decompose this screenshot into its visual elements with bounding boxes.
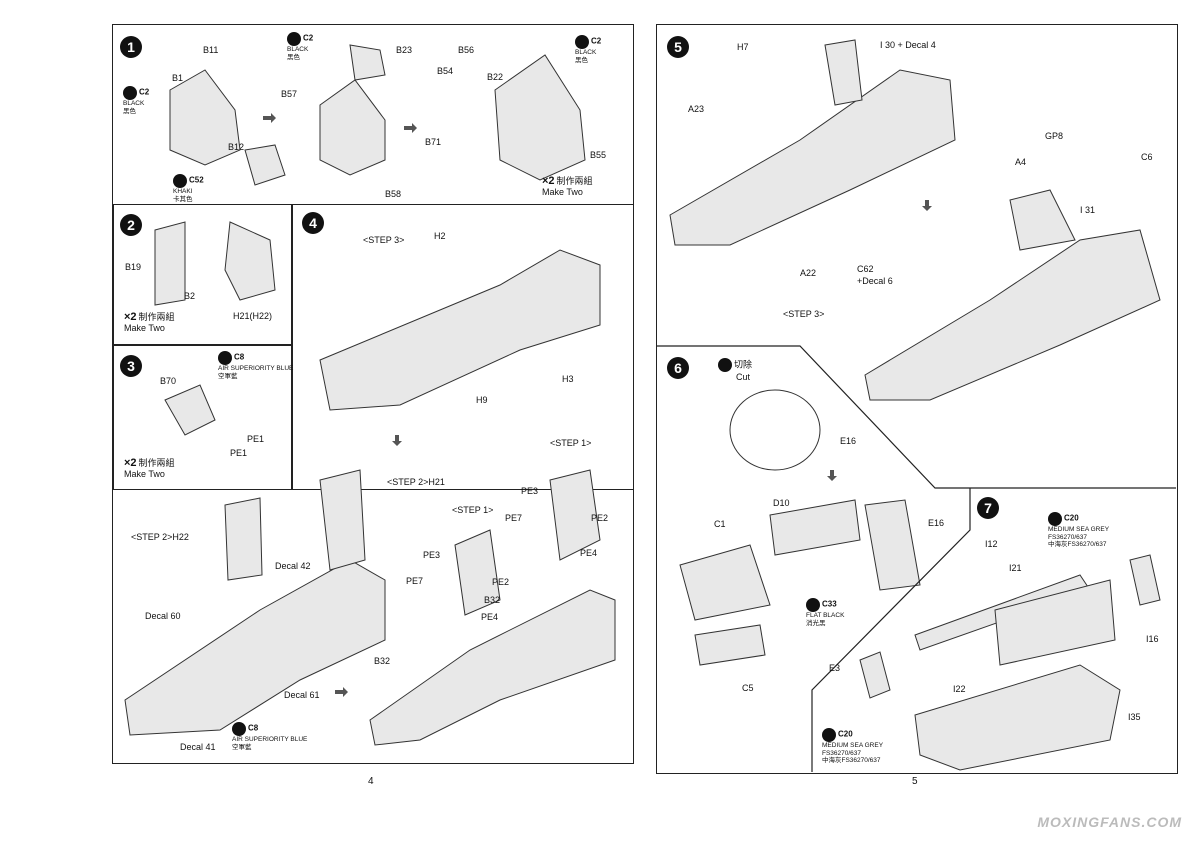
part-label: B1	[172, 73, 184, 83]
part-label: <STEP 2>H22	[131, 532, 189, 542]
step-number: 7	[977, 497, 999, 519]
part-label: H2	[434, 231, 446, 241]
part-label: GP8	[1045, 131, 1064, 141]
part-label: PE7	[406, 576, 424, 586]
part-label: <STEP 2>H21	[387, 477, 445, 487]
part-label: E16	[840, 436, 857, 446]
step-number: 1	[120, 36, 142, 58]
part-label: I12	[985, 539, 998, 549]
part-label: B32	[374, 656, 391, 666]
part-label: <STEP 3>	[363, 235, 405, 245]
paint-brush-icon	[218, 351, 232, 365]
part-label: PE1	[230, 448, 248, 458]
part-label: PE7	[505, 513, 523, 523]
part-label: Decal 60	[145, 611, 181, 621]
part-label: Decal 41	[180, 742, 216, 752]
part-label: B11	[203, 45, 219, 55]
part-label: I16	[1146, 634, 1159, 644]
part-label: B56	[458, 45, 475, 55]
part-label: +Decal 6	[857, 276, 893, 286]
panel-step-2	[113, 204, 293, 346]
part-label: E3	[829, 663, 841, 673]
part-label: C6	[1141, 152, 1153, 162]
part-label: B12	[228, 142, 245, 152]
part-label: PE3	[521, 486, 539, 496]
step-number: 4	[302, 212, 324, 234]
part-label: A23	[688, 104, 705, 114]
step-number: 5	[667, 36, 689, 58]
step-number: 6	[667, 357, 689, 379]
part-label: PE3	[423, 550, 441, 560]
part-label: PE2	[591, 513, 609, 523]
paint-brush-icon	[173, 174, 187, 188]
paint-brush-icon	[287, 32, 301, 46]
part-label: I 30 + Decal 4	[880, 40, 936, 50]
part-label: PE4	[481, 612, 499, 622]
part-label: H21(H22)	[233, 311, 273, 321]
paint-brush-icon	[575, 35, 589, 49]
part-label: C5	[742, 683, 754, 693]
part-label: B55	[590, 150, 607, 160]
paint-brush-icon	[123, 86, 137, 100]
part-label: A4	[1015, 157, 1027, 167]
step-number: 2	[120, 214, 142, 236]
part-label: Decal 42	[275, 561, 311, 571]
part-label: I21	[1009, 563, 1022, 573]
part-label: PE4	[580, 548, 598, 558]
part-label: H3	[562, 374, 574, 384]
paint-brush-icon	[1048, 512, 1062, 526]
part-label: E16	[928, 518, 945, 528]
part-label: PE2	[492, 577, 510, 587]
part-label: H9	[476, 395, 488, 405]
part-label: B23	[396, 45, 413, 55]
part-label: H7	[737, 42, 749, 52]
part-label: <STEP 1>	[550, 438, 592, 448]
step-number: 3	[120, 355, 142, 377]
panel-step-3	[113, 344, 293, 490]
part-label: I22	[953, 684, 966, 694]
part-label: A22	[800, 268, 817, 278]
part-label: B2	[184, 291, 196, 301]
paint-brush-icon	[822, 728, 836, 742]
page-number: 5	[912, 776, 918, 787]
watermark: MOXINGFANS.COM	[1037, 814, 1182, 830]
part-label: B32	[484, 595, 501, 605]
part-label: C62	[857, 264, 874, 274]
panel-step-4	[291, 204, 634, 490]
part-label: B71	[425, 137, 442, 147]
paint-brush-icon	[232, 722, 246, 736]
part-label: I 31	[1080, 205, 1096, 215]
part-label: B22	[487, 72, 504, 82]
part-label: <STEP 3>	[783, 309, 825, 319]
part-label: C1	[714, 519, 726, 529]
part-label: B57	[281, 89, 298, 99]
part-label: <STEP 1>	[452, 505, 494, 515]
part-label: B58	[385, 189, 402, 199]
page-number: 4	[368, 776, 374, 787]
part-label: B54	[437, 66, 454, 76]
part-label: I35	[1128, 712, 1141, 722]
part-label: B70	[160, 376, 177, 386]
part-label: B19	[125, 262, 142, 272]
part-label: D10	[773, 498, 790, 508]
paint-brush-icon	[806, 598, 820, 612]
part-label: PE1	[247, 434, 265, 444]
knife-icon	[718, 358, 732, 372]
part-label: Decal 61	[284, 690, 320, 700]
